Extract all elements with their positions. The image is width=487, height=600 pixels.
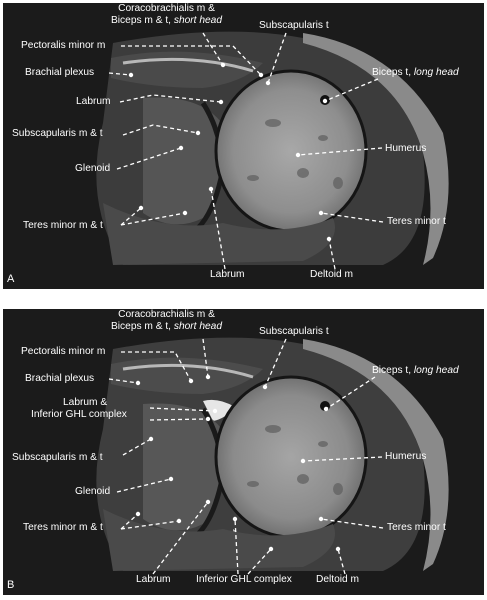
biceps-tendon [320,401,330,411]
biceps-tendon [320,95,330,105]
label-inferior-ghl-bottom: Inferior GHL complex [196,574,292,585]
label-labrum-ghl: Labrum & Inferior GHL complex [31,397,127,420]
label-humerus: Humerus [385,143,427,154]
label-humerus: Humerus [385,451,427,462]
label-biceps-long-head: Biceps t, long head [372,67,459,78]
label-subscapularis-mt: Subscapularis m & t [12,452,103,463]
label-brachial-plexus: Brachial plexus [25,373,95,384]
label-subscapularis-t: Subscapularis t [259,20,329,31]
label-labrum-bottom: Labrum [210,269,245,280]
label-pectoralis-minor: Pectoralis minor m [21,346,106,357]
label-teres-minor-t: Teres minor t [387,216,446,227]
label-deltoid: Deltoid m [316,574,360,585]
joint-contrast [203,399,235,421]
label-coracobrachialis: Coracobrachialis m & Biceps m & t, short… [111,309,223,332]
panel-letter-b: B [7,579,15,591]
label-biceps-long-head: Biceps t, long head [372,365,459,376]
label-brachial-plexus: Brachial plexus [25,67,95,78]
subcutaneous-fat [303,33,449,265]
label-pectoralis-minor: Pectoralis minor m [21,40,106,51]
label-teres-minor-mt: Teres minor m & t [23,522,103,533]
glenoid-region [143,403,229,531]
label-coracobrachialis: Coracobrachialis m & Biceps m & t, short… [111,3,223,26]
humeral-head [216,71,366,231]
humeral-head [216,377,366,537]
label-glenoid: Glenoid [75,163,111,174]
mri-panel-b: Coracobrachialis m & Biceps m & t, short… [3,309,484,595]
label-labrum-bottom: Labrum [136,574,171,585]
label-teres-minor-t: Teres minor t [387,522,446,533]
mri-panel-a: Coracobrachialis m & Biceps m & t, short… [3,3,484,289]
label-deltoid: Deltoid m [310,269,354,280]
label-glenoid: Glenoid [75,486,111,497]
label-subscapularis-mt: Subscapularis m & t [12,128,103,139]
subcutaneous-fat [303,339,449,571]
panel-letter-a: A [7,273,15,285]
label-teres-minor-mt: Teres minor m & t [23,220,103,231]
label-subscapularis-t: Subscapularis t [259,326,329,337]
label-labrum-top: Labrum [76,96,111,107]
